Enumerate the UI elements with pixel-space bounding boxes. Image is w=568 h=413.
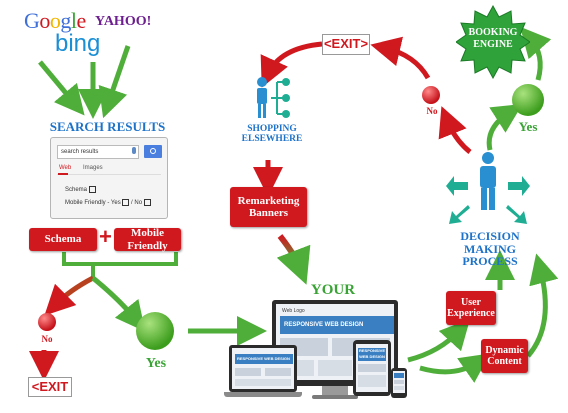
right-no-label: No (426, 106, 438, 116)
microphone-icon (132, 147, 136, 154)
arrow-remarketing-to-website (276, 234, 311, 285)
starburst-icon (455, 4, 531, 80)
decision-arrows (446, 176, 530, 224)
laptop: RESPONSIVE WEB DESIGN (229, 345, 297, 392)
checkbox-icon (88, 186, 96, 193)
mobile-friendly-box: Mobile Friendly (114, 227, 181, 252)
search-results-title: SEARCH RESULTS (49, 119, 166, 134)
search-icon (150, 148, 156, 154)
schema-box: Schema (29, 228, 97, 251)
right-happy-face-icon (512, 84, 544, 116)
sad-face-icon (38, 313, 56, 331)
yahoo-logo: YAHOO! (95, 14, 152, 29)
arrow-decision-to-yes (486, 103, 523, 151)
top-exit-sign: <EXIT> (322, 34, 370, 55)
serp-row-schema: Schema (65, 186, 96, 193)
plus-sign: + (99, 224, 112, 249)
arrow-to-dynamic (419, 353, 491, 383)
arrow-decision-to-no (438, 106, 472, 154)
arrow-to-left-yes (91, 276, 146, 332)
left-exit-sign: <EXIT (28, 377, 72, 397)
search-button (144, 145, 162, 158)
arrow-yahoo-to-results (98, 45, 131, 119)
serp-tab-images: Images (83, 165, 103, 171)
serp-row-mobile: Mobile Friendly - Yes / No (65, 199, 151, 206)
left-no-label: No (41, 334, 53, 344)
arrow-google-to-results (38, 60, 85, 116)
person-icon (480, 152, 496, 210)
arrow-website-to-ux (407, 318, 471, 363)
arrow-yes-to-booking (520, 26, 552, 81)
serp-search-input: search results (57, 145, 139, 159)
serp-mockup: search results Web Images Schema Mobile … (50, 137, 168, 219)
right-yes-label: Yes (518, 119, 538, 134)
checkbox-icon (143, 199, 151, 206)
serp-tab-web: Web (59, 165, 72, 171)
bracket-schema-mobile (62, 252, 178, 266)
desktop-logo: Web Logo (282, 308, 305, 314)
checkbox-icon (122, 199, 130, 206)
bing-logo: bing (55, 30, 101, 57)
happy-face-icon (136, 312, 174, 350)
arrow-dynamic-to-decision (526, 253, 559, 358)
monitor-stand (322, 386, 348, 396)
smartphone (391, 368, 407, 398)
laptop-banner: RESPONSIVE WEB DESIGN (235, 354, 293, 364)
left-yes-label: Yes (145, 356, 167, 371)
arrow-exit-to-shopping (260, 41, 323, 88)
arrow-no-to-exit-top (370, 36, 431, 80)
arrow-to-left-no (44, 275, 95, 316)
shopping-people-icon (257, 77, 290, 118)
desktop-banner: RESPONSIVE WEB DESIGN (280, 316, 394, 334)
google-logo: Google (24, 8, 86, 33)
right-sad-face-icon (422, 86, 440, 104)
